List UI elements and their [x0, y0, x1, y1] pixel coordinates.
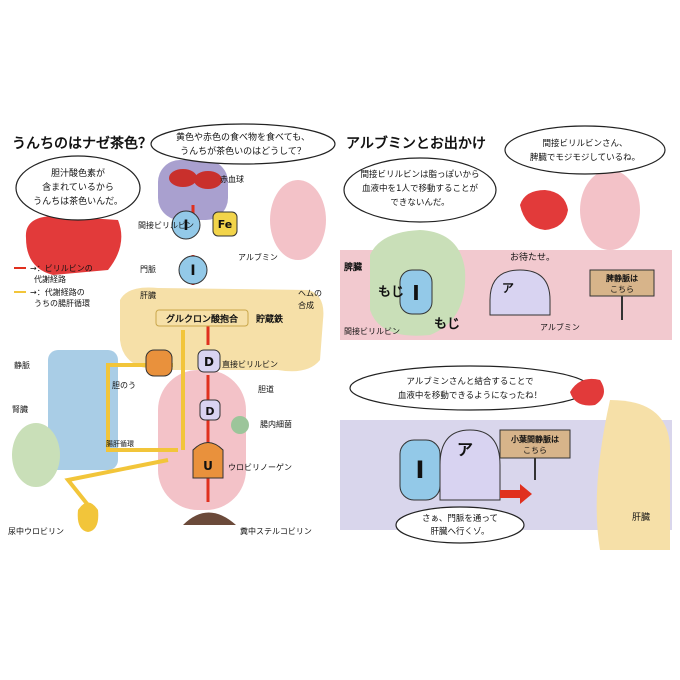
label-liver-right: 肝臓 [632, 512, 650, 523]
legend-red-line1: →：ビリルビンの [30, 264, 93, 273]
left-title: うんちのはナゼ茶色？ [12, 135, 152, 152]
label-mochi2: もじ [434, 317, 460, 332]
urobilinogen-glyph: U [203, 459, 213, 473]
label-heme-2: 合成 [298, 300, 314, 310]
arrow-right [500, 484, 532, 504]
label-urobilinogen: ウロビリノーゲン [228, 462, 292, 472]
sign1-line2: こちら [610, 285, 634, 294]
answer-line1: 胆汁酸色素が [51, 167, 105, 179]
label-urine-urobilin: 尿中ウロビリン [8, 526, 64, 536]
bilirubin-glyph-2: I [190, 263, 195, 279]
red-blood-cell [169, 169, 222, 189]
albumin-waiting [489, 269, 551, 316]
label-indirect-bilirubin: 間接ビリルビン [138, 220, 194, 230]
label-gut-bacteria: 腸内細菌 [260, 419, 292, 429]
label-bile-duct: 胆道 [258, 384, 274, 394]
heme-figure [270, 180, 326, 260]
bubble1-line3: できないんだ。 [390, 198, 449, 208]
label-stored-iron: 貯蔵鉄 [256, 313, 284, 325]
label-waiting: お待たせ。 [510, 251, 555, 263]
vein-shape [48, 350, 118, 470]
bilirubin-glyph-bound: I [416, 456, 425, 484]
label-albumin-right: アルブミン [540, 322, 580, 332]
direct-glyph: D [204, 355, 214, 369]
bubble3-line2: 血液中を移動できるようになったね！ [398, 390, 542, 401]
right-title: アルブミンとお出かけ [346, 135, 486, 152]
bilirubin-red-figure [25, 215, 122, 275]
label-spleen: 脾臓 [343, 261, 362, 273]
bubble2-line2: 脾臓でモジモジしているね。 [530, 152, 640, 163]
sign1-line1: 脾静脈は [605, 273, 638, 283]
liver-shape-right [596, 400, 670, 550]
urobilinogen-gall [145, 349, 173, 377]
liver-shape [120, 287, 324, 372]
label-indirect-bilirubin-right: 間接ビリルビン [344, 326, 400, 336]
albumin-glyph: ア [502, 281, 514, 295]
label-portal-vein: 門脈 [140, 264, 156, 274]
bubble1-line2: 血液中を1人で移動することが [362, 183, 478, 194]
intestine-shape [158, 370, 246, 510]
bubble4 [395, 506, 525, 544]
bilirubin-red-right-2 [570, 378, 604, 406]
label-enterohepatic: 腸肝循環 [106, 439, 134, 448]
direct-bilirubin-character [197, 349, 221, 373]
label-glucuronidation: グルクロン酸抱合 [166, 313, 239, 325]
fe-character [212, 211, 238, 237]
label-liver: 肝臓 [140, 290, 156, 300]
label-red-blood-cell: 赤血球 [220, 174, 244, 184]
label-fecal-stercobilin: 糞中ステルコビリン [240, 526, 312, 536]
bubble3 [349, 365, 591, 411]
bilirubin-glyph: I [183, 218, 188, 234]
urobilinogen-character [192, 442, 224, 479]
direct-glyph-2: D [205, 405, 214, 418]
albumin-pink-right [580, 170, 640, 250]
yellow-path [64, 330, 185, 507]
sign2-line2: こちら [523, 446, 547, 455]
bilirubin-red-right [520, 190, 568, 230]
label-gallbladder: 胆のう [112, 381, 136, 390]
sign-lobule-vein [499, 429, 571, 459]
stool-character [183, 512, 236, 525]
label-kidney: 腎臓 [12, 404, 28, 414]
answer-line2: 含まれているから [42, 181, 114, 193]
right-illustration: I ア I ア アルブミンとお出かけ 間接ビリルビンは脂っぽいから 血液中を1人… [340, 125, 672, 550]
question-bubble [150, 123, 336, 165]
legend-yellow-line2: うちの腸肝循環 [34, 298, 90, 308]
sign2-line1: 小葉間静脈は [510, 434, 559, 444]
left-panel: I Fe I D D U うんちのはナゼ茶色？ 黄色や赤色の食べ物を食べても、 … [8, 120, 340, 550]
bilirubin-glyph-right: I [412, 281, 419, 305]
bilirubin-character [171, 210, 201, 240]
label-albumin: アルブミン [238, 252, 278, 262]
bilirubin-in-spleen [399, 269, 433, 315]
bubble2 [504, 125, 666, 175]
answer-bubble [15, 155, 141, 221]
legend-red-line2: 代謝経路 [34, 274, 66, 284]
question-line1: 黄色や赤色の食べ物を食べても、 [176, 131, 310, 143]
bubble4-line2: 肝臓へ行くゾ。 [431, 526, 490, 537]
question-line2: うんちが茶色いのはどうして？ [180, 145, 306, 157]
direct-bilirubin-2 [199, 399, 221, 421]
fe-glyph: Fe [218, 218, 233, 231]
bubble3-line1: アルブミンさんと結合することで [406, 376, 533, 387]
label-heme-1: ヘムの [298, 289, 322, 298]
albumin-glyph-2: ア [457, 440, 473, 459]
gut-bacteria-character [231, 416, 249, 434]
bubble2-line1: 間接ビリルビンさん、 [542, 138, 627, 149]
urine-drop-character [77, 502, 99, 532]
bubble1 [343, 157, 497, 223]
label-direct-bilirubin: 直接ビリルビン [222, 359, 278, 369]
answer-line3: うんちは茶色いんだ。 [33, 195, 123, 207]
bubble1-line1: 間接ビリルビンは脂っぽいから [360, 169, 479, 180]
bilirubin-albumin-character [178, 255, 208, 285]
kidney-shape [12, 423, 60, 487]
label-mochi1: もじ [378, 285, 404, 300]
glucuronidation-box [155, 309, 249, 327]
left-illustration: I Fe I D D U うんちのはナゼ茶色？ 黄色や赤色の食べ物を食べても、 … [8, 123, 336, 536]
right-panel: I ア I ア アルブミンとお出かけ 間接ビリルビンは脂っぽいから 血液中を1人… [340, 120, 672, 550]
legend-yellow-line1: →：代謝経路の [30, 287, 85, 297]
albumin-bound [439, 429, 501, 501]
bubble4-line1: さぁ、門脈を通って [422, 513, 498, 524]
label-vein: 静脈 [14, 360, 30, 370]
